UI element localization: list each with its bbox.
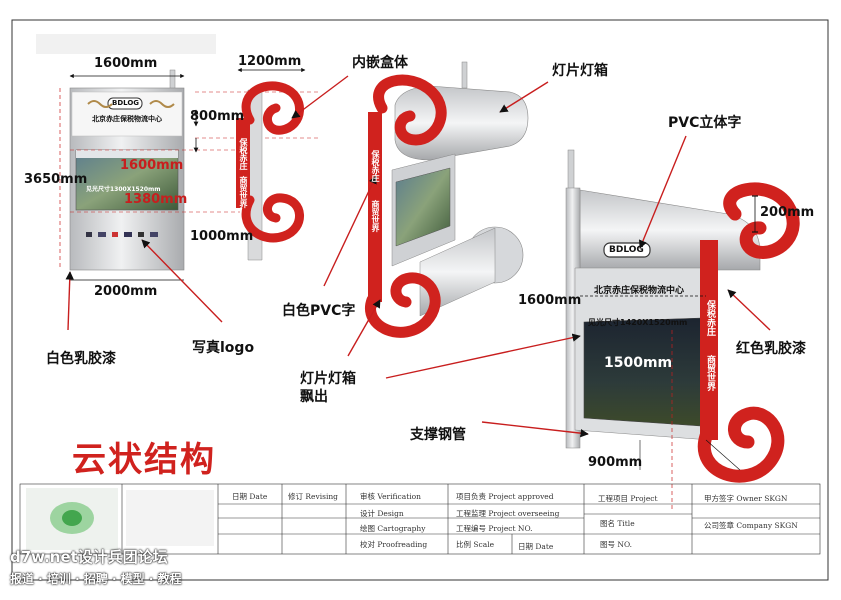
vertical-text-right-left: 保税赤庄	[705, 300, 715, 336]
sheet-border	[11, 19, 829, 581]
tb-date2: 日期 Date	[518, 542, 554, 551]
visible-size-small: 见光尺寸1300X1520mm	[86, 186, 161, 193]
vertical-text-mid-right: 商贸世界	[371, 200, 380, 232]
front-view	[59, 69, 320, 281]
tb-revising: 修订 Revising	[288, 492, 338, 501]
callout-white-pvc: 白色PVC字	[282, 303, 356, 319]
dim-height-200: 200mm	[760, 205, 815, 220]
center-name-right: 北京赤庄保税物流中心	[594, 286, 685, 296]
tb-company-sign: 公司签章 Company SKGN	[704, 521, 798, 530]
vertical-text-side-right: 商贸世界	[239, 176, 248, 208]
blank-label-area	[36, 34, 216, 54]
logo-front: BDLOG	[112, 99, 140, 107]
vertical-text-mid-left: 保税赤庄	[371, 150, 380, 182]
dim-width-1600-right: 1600mm	[518, 293, 582, 308]
tb-project-no: 工程编号 Project NO.	[456, 524, 533, 533]
side-view	[236, 67, 306, 261]
tb-project-overseeing: 工程监理 Project overseeing	[456, 509, 560, 518]
vertical-text-side-left: 保税赤庄	[239, 138, 248, 170]
callout-red-latex: 红色乳胶漆	[736, 341, 806, 357]
dim-width-1600: 1600mm	[94, 56, 158, 71]
tb-owner-sign: 甲方签字 Owner SKGN	[704, 494, 788, 503]
callout-lightbox-top: 灯片灯箱	[552, 63, 608, 79]
callout-steel-pipe: 支撑钢管	[410, 427, 466, 443]
callout-photo-logo: 写真logo	[192, 340, 255, 356]
tb-verification: 审核 Verification	[360, 492, 421, 501]
tb-cartography: 绘图 Cartography	[360, 524, 426, 533]
callout-lightbox-out-2: 飘出	[300, 389, 328, 405]
logo-right: BDLOG	[609, 245, 644, 255]
visible-size-large: 见光尺寸1420X1520mm	[588, 318, 688, 327]
logo-row-front	[86, 232, 158, 237]
dim-height-800: 800mm	[190, 109, 245, 124]
dim-height-1600: 1600mm	[120, 158, 184, 173]
dim-height-1500: 1500mm	[604, 355, 673, 371]
tb-scale: 比例 Scale	[456, 540, 495, 549]
callout-arrows	[65, 75, 771, 438]
dim-width-2000: 2000mm	[94, 284, 158, 299]
blurred-stamp	[26, 488, 214, 550]
callout-lightbox-out-1: 灯片灯箱	[300, 371, 356, 387]
center-name-front: 北京赤庄保税物流中心	[92, 115, 162, 123]
callout-pvc-3d: PVC立体字	[668, 115, 742, 131]
tb-project: 工程项目 Project	[598, 494, 658, 503]
dim-width-900: 900mm	[588, 455, 643, 470]
dim-width-1200: 1200mm	[238, 54, 302, 69]
drawing-title: 云状结构	[72, 440, 216, 480]
tb-project-approved: 项目负责 Project approved	[456, 492, 554, 501]
dim-height-1000: 1000mm	[190, 229, 254, 244]
tb-date: 日期 Date	[232, 492, 268, 501]
callout-white-latex: 白色乳胶漆	[46, 351, 116, 367]
title-block	[19, 483, 821, 555]
tb-drawing-no: 图号 NO.	[600, 540, 633, 549]
vertical-text-right-right: 商贸世界	[705, 355, 715, 391]
watermark-tags: 报道 · 培训 · 招聘 · 模型 · 教程	[10, 572, 182, 586]
dim-height-3650: 3650mm	[24, 172, 88, 187]
tb-proofreading: 校对 Proofreading	[360, 540, 428, 549]
tb-design: 设计 Design	[360, 509, 404, 518]
dim-height-1380: 1380mm	[124, 192, 188, 207]
right-perspective	[565, 149, 800, 510]
tb-title: 图名 Title	[600, 519, 635, 528]
middle-perspective	[365, 61, 529, 338]
callout-inset-box: 内嵌盒体	[352, 55, 408, 71]
watermark-site: d7w.net设计兵团论坛	[10, 548, 168, 566]
